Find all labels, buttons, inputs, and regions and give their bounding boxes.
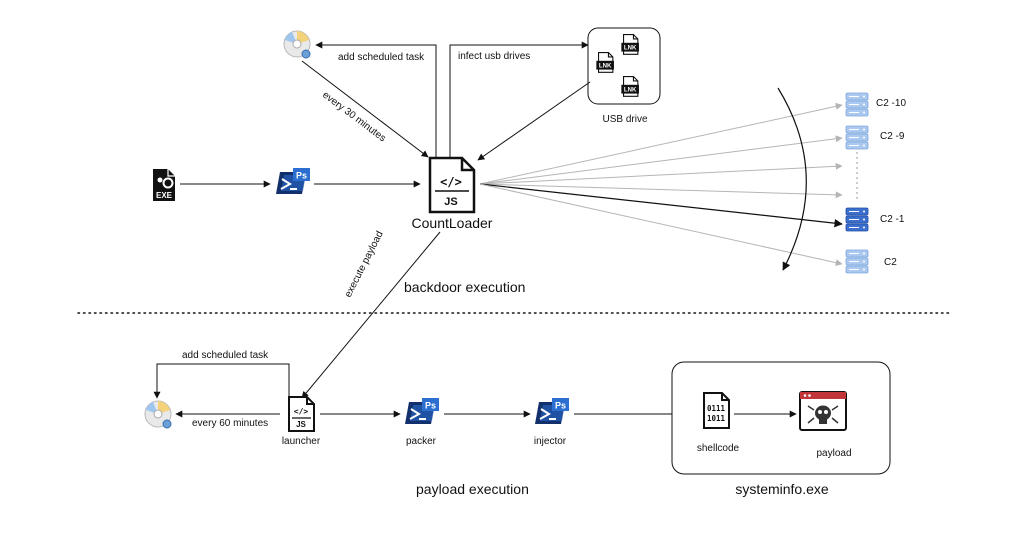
svg-text:EXE: EXE: [156, 191, 173, 200]
packer-powershell-icon: Ps: [404, 398, 439, 425]
svg-text:1011: 1011: [707, 414, 726, 423]
edge-add-task-top: [315, 41, 437, 157]
c2-label: C2 -1: [880, 214, 905, 225]
c2-server-icon: [845, 249, 869, 274]
payload-label: payload: [816, 448, 851, 459]
lnk-file-icon: LNK: [596, 51, 614, 73]
section-label-payload: payload execution: [416, 481, 529, 497]
edge-label-add-task-top: add scheduled task: [338, 52, 425, 63]
packer-label: packer: [406, 436, 437, 447]
c2-server-icon: [845, 92, 869, 117]
c2-label: C2 -10: [876, 98, 906, 109]
c2-server-icon: [845, 125, 869, 150]
lnk-file-icon: LNK: [621, 76, 639, 97]
svg-text:JS: JS: [444, 196, 457, 208]
svg-text:Ps: Ps: [425, 401, 436, 411]
powershell-icon: Ps: [275, 168, 310, 195]
c2-server-icon-active: [845, 207, 869, 232]
svg-text:JS: JS: [296, 420, 306, 429]
edge-infect-usb: [449, 41, 589, 157]
c2-label: C2 -9: [880, 131, 905, 142]
edge-label-every-30: every 30 minutes: [320, 90, 387, 145]
rotation-arc: [777, 87, 807, 271]
scheduled-task-disc-icon: [283, 30, 311, 59]
launcher-js-icon: </> JS: [288, 396, 315, 432]
lnk-file-icon: LNK: [621, 33, 639, 55]
scheduled-task-disc-icon: [144, 400, 172, 429]
svg-text:LNK: LNK: [599, 64, 612, 70]
svg-text:</>: </>: [294, 407, 309, 416]
edge-add-task-bottom: [153, 363, 290, 399]
injector-label: injector: [534, 436, 567, 447]
usb-drive-label: USB drive: [602, 114, 647, 125]
systeminfo-label: systeminfo.exe: [735, 481, 829, 497]
edge-label-execute-payload: execute payload: [343, 229, 386, 299]
svg-text:</>: </>: [440, 175, 462, 189]
svg-text:LNK: LNK: [624, 88, 637, 94]
edge-usb-to-loader: [477, 81, 591, 161]
edge-label-add-task-bottom: add scheduled task: [182, 350, 269, 361]
countloader-js-icon: </> JS: [428, 156, 476, 214]
usb-drive-box: [587, 27, 661, 105]
shellcode-label: shellcode: [697, 443, 740, 454]
svg-text:Ps: Ps: [296, 171, 307, 181]
countloader-label: CountLoader: [412, 215, 493, 231]
payload-skull-icon: [799, 391, 847, 431]
svg-text:0111: 0111: [707, 404, 726, 413]
section-label-backdoor: backdoor execution: [404, 279, 525, 295]
svg-text:Ps: Ps: [555, 401, 566, 411]
edge-label-infect-usb: infect usb drives: [458, 51, 530, 62]
edge-execute-payload: [301, 231, 441, 399]
shellcode-file-icon: 0111 1011: [703, 392, 730, 429]
edge-every-30: [301, 60, 429, 158]
systeminfo-process-box: [671, 361, 891, 475]
injector-powershell-icon: Ps: [534, 398, 569, 425]
launcher-label: launcher: [282, 436, 321, 447]
edge-label-every-60: every 60 minutes: [192, 418, 268, 429]
svg-text:LNK: LNK: [624, 46, 637, 52]
c2-label: C2: [884, 257, 897, 268]
exe-file-icon: EXE: [153, 169, 175, 201]
c2-connection-lines: [479, 102, 843, 267]
